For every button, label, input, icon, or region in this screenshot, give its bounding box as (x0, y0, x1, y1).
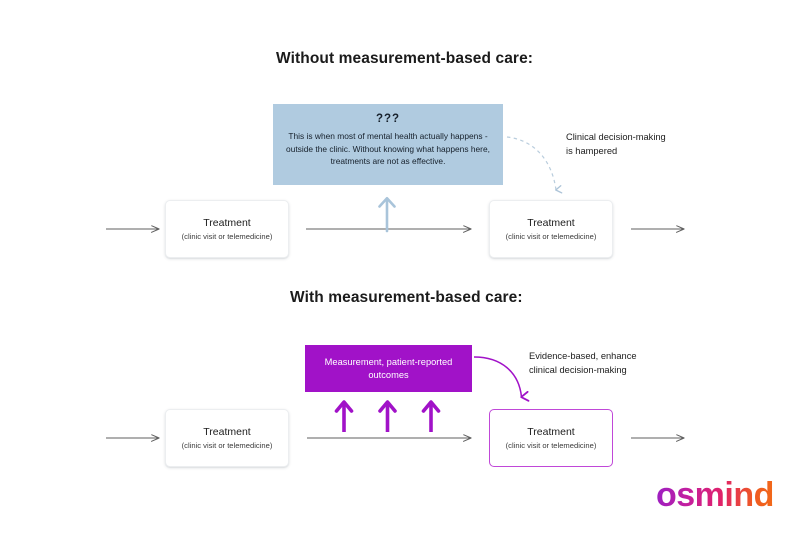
curved-arrow-icon-purple (473, 356, 530, 402)
arrow-up-icon-purple-2 (378, 400, 397, 432)
question-marks-label: ??? (375, 113, 401, 125)
treatment-box-bottom-right: Treatment (clinic visit or telemedicine) (489, 409, 613, 467)
measurement-outcomes-label: Measurement, patient-reported outcomes (324, 356, 453, 380)
annotation-clinical-decision-hampered: Clinical decision-making is hampered (566, 132, 666, 156)
treatment-subtitle: (clinic visit or telemedicine) (181, 231, 273, 241)
section-title-with: With measurement-based care: (290, 289, 523, 306)
treatment-subtitle: (clinic visit or telemedicine) (505, 231, 597, 241)
arrow-up-icon-blue (378, 196, 396, 233)
unknown-period-description: This is when most of mental health actua… (286, 131, 490, 167)
treatment-title: Treatment (527, 216, 575, 229)
annotation-evidence-based-enhance: Evidence-based, enhance clinical decisio… (529, 351, 637, 375)
treatment-subtitle: (clinic visit or telemedicine) (181, 440, 273, 450)
osmind-logo: osmind (656, 476, 774, 514)
treatment-box-top-right: Treatment (clinic visit or telemedicine) (489, 200, 613, 258)
arrow-up-icon-purple-1 (334, 400, 354, 432)
treatment-title: Treatment (203, 425, 251, 438)
curved-dashed-arrow-icon (506, 136, 563, 194)
measurement-outcomes-box: Measurement, patient-reported outcomes (305, 345, 472, 392)
treatment-title: Treatment (203, 216, 251, 229)
treatment-subtitle: (clinic visit or telemedicine) (505, 440, 597, 450)
unknown-period-box: ??? This is when most of mental health a… (273, 104, 503, 185)
treatment-title: Treatment (527, 425, 575, 438)
treatment-box-top-left: Treatment (clinic visit or telemedicine) (165, 200, 289, 258)
section-title-without: Without measurement-based care: (276, 50, 534, 67)
arrow-up-icon-purple-3 (421, 400, 441, 432)
treatment-box-bottom-left: Treatment (clinic visit or telemedicine) (165, 409, 289, 467)
